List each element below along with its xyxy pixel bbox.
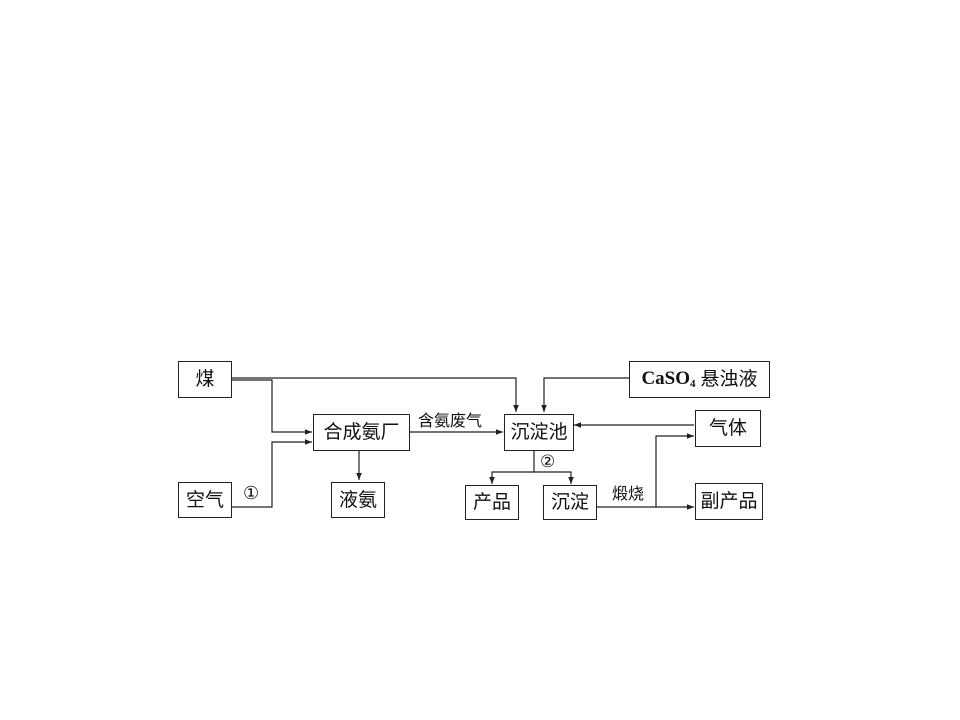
node-coal: 煤	[178, 361, 232, 398]
node-coal-label: 煤	[195, 368, 215, 390]
node-caso4-suspension: CaSO4 悬浊液	[629, 361, 770, 398]
arrow-tank-to-product	[489, 451, 535, 484]
edge-label-step-2: ②	[540, 452, 556, 472]
node-precipitate: 沉淀	[543, 485, 597, 520]
caso4-suspension-label: 悬浊液	[700, 368, 758, 390]
node-product: 产品	[465, 485, 519, 520]
caso4-formula-subscript: 4	[690, 378, 696, 390]
caso4-formula: CaSO4	[641, 369, 695, 390]
arrow-air-to-ammonia-plant	[232, 439, 312, 508]
node-air: 空气	[178, 482, 232, 518]
node-product-label: 产品	[472, 491, 511, 513]
node-gas-label: 气体	[708, 417, 747, 439]
node-liquid-ammonia-label: 液氨	[338, 488, 377, 511]
node-byproduct-label: 副产品	[700, 490, 758, 512]
node-sediment-tank-label: 沉淀池	[510, 421, 568, 443]
arrow-coal-to-sediment-tank	[232, 377, 519, 412]
arrow-tank-to-precipitate	[534, 471, 574, 484]
node-gas: 气体	[695, 410, 761, 447]
node-byproduct: 副产品	[695, 483, 763, 520]
node-sediment-tank: 沉淀池	[504, 414, 574, 451]
node-ammonia-plant-label: 合成氨厂	[323, 421, 400, 443]
arrow-coal-to-ammonia-plant	[232, 379, 312, 435]
node-precipitate-label: 沉淀	[550, 491, 589, 513]
arrow-caso4-to-sediment-tank	[541, 377, 629, 412]
node-liquid-ammonia: 液氨	[331, 482, 385, 518]
arrow-branch-to-gas	[655, 433, 694, 507]
caso4-formula-base: CaSO	[641, 368, 691, 389]
node-air-label: 空气	[185, 488, 224, 511]
node-ammonia-plant: 合成氨厂	[313, 414, 410, 451]
edge-label-step-1: ①	[243, 483, 260, 504]
edge-label-ammonia-waste-gas: 含氨废气	[418, 411, 483, 430]
edge-label-calcination: 煅烧	[612, 484, 645, 503]
